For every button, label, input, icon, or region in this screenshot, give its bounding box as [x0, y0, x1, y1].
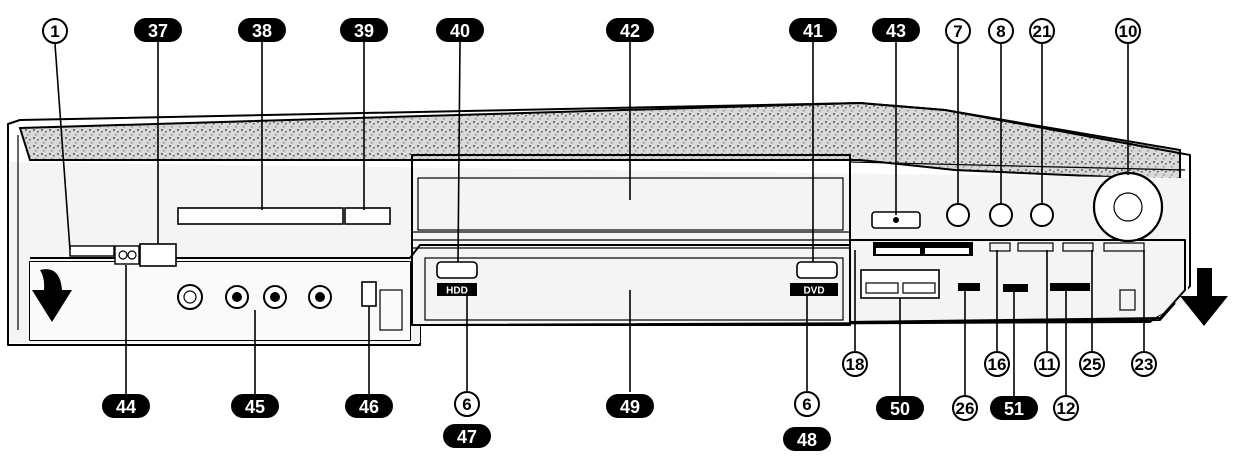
svg-text:50: 50	[890, 399, 910, 419]
callout-44: 44	[102, 394, 150, 418]
sensor-window	[139, 243, 177, 267]
callout-38: 38	[238, 18, 286, 42]
leader-lines	[54, 41, 1145, 396]
svg-text:6: 6	[802, 395, 811, 414]
callout-12: 12	[1053, 395, 1079, 421]
button-26	[958, 283, 980, 291]
svg-text:6: 6	[462, 395, 471, 414]
svg-text:37: 37	[148, 21, 168, 41]
svg-text:39: 39	[354, 21, 374, 41]
svg-text:38: 38	[252, 21, 272, 41]
callout-48: 48	[783, 427, 831, 451]
callout-7: 7	[945, 18, 971, 44]
callout-26: 26	[952, 395, 978, 421]
callout-43: 43	[872, 18, 920, 42]
callout-41: 41	[789, 18, 837, 42]
callout-51: 51	[990, 396, 1038, 420]
svg-text:18: 18	[846, 355, 865, 374]
callout-8: 8	[988, 18, 1014, 44]
dv-terminal	[361, 281, 377, 307]
callout-39: 39	[340, 18, 388, 42]
callout-23: 23	[1131, 351, 1157, 377]
svg-text:51: 51	[1004, 399, 1024, 419]
svg-text:44: 44	[116, 397, 136, 417]
svg-text:48: 48	[797, 430, 817, 450]
svg-text:16: 16	[988, 355, 1007, 374]
svg-text:42: 42	[620, 21, 640, 41]
svg-text:25: 25	[1083, 355, 1102, 374]
hdd-indicator-label: HDD	[446, 286, 468, 297]
callout-16: 16	[984, 351, 1010, 377]
svg-text:45: 45	[245, 397, 265, 417]
device-details: HDD DVD	[69, 171, 1164, 331]
hdd-button	[436, 261, 478, 279]
cursor-pad	[1092, 171, 1164, 243]
svg-text:12: 12	[1057, 399, 1076, 418]
callout-21: 21	[1029, 18, 1055, 44]
callout-49: 49	[606, 394, 654, 418]
svg-text:1: 1	[50, 22, 59, 41]
callout-40: 40	[436, 18, 484, 42]
callout-50: 50	[876, 396, 924, 420]
svg-text:7: 7	[953, 22, 962, 41]
callout-37: 37	[134, 18, 182, 42]
callout-10: 10	[1115, 18, 1141, 44]
round-button-21	[1030, 203, 1054, 227]
svg-text:40: 40	[450, 21, 470, 41]
dvd-indicator-label: DVD	[803, 286, 824, 297]
right-door-arrow	[1180, 268, 1228, 326]
av-door-shade	[30, 262, 410, 340]
card-slot	[344, 207, 391, 225]
s-video-jack	[177, 284, 203, 310]
button-51	[1003, 284, 1028, 292]
svg-text:11: 11	[1038, 355, 1056, 374]
callout-1: 1	[42, 18, 68, 44]
callout-6-hdd: 6	[454, 391, 480, 417]
svg-text:43: 43	[886, 21, 906, 41]
left-door-arrow	[32, 269, 72, 322]
callout-25: 25	[1079, 351, 1105, 377]
callout-11: 11	[1034, 351, 1060, 377]
callout-42: 42	[606, 18, 654, 42]
svg-text:8: 8	[996, 22, 1005, 41]
callout-46: 46	[345, 394, 393, 418]
svg-text:47: 47	[457, 427, 477, 447]
round-button-7	[946, 203, 970, 227]
svg-text:26: 26	[956, 399, 975, 418]
callouts: 1 37 38 39 40 42 41 43 7 8 21 10 44 45 4…	[42, 18, 1157, 451]
standby-button	[69, 245, 115, 257]
callout-47: 47	[443, 424, 491, 448]
svg-text:41: 41	[803, 21, 823, 41]
svg-text:46: 46	[359, 397, 379, 417]
dvd-indicator	[790, 283, 838, 296]
svg-text:21: 21	[1033, 22, 1052, 41]
media-slots	[860, 269, 940, 299]
round-button-8	[989, 203, 1013, 227]
button-12	[1050, 283, 1090, 291]
svg-text:23: 23	[1135, 355, 1154, 374]
svg-text:10: 10	[1119, 22, 1138, 41]
callout-45: 45	[231, 394, 279, 418]
dvd-button	[796, 261, 838, 279]
svg-text:49: 49	[620, 397, 640, 417]
display-window	[177, 207, 344, 225]
hdd-indicator	[437, 283, 477, 296]
callout-18: 18	[842, 351, 868, 377]
callout-6-dvd: 6	[794, 391, 820, 417]
